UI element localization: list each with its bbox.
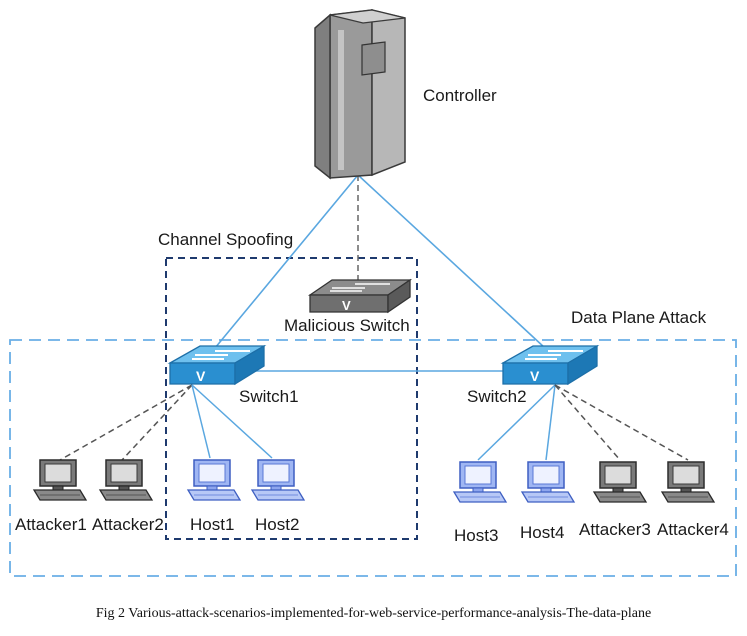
attacker1-computer-icon xyxy=(33,459,87,501)
data-plane-attack-label: Data Plane Attack xyxy=(571,308,707,327)
host3-computer-icon xyxy=(453,461,507,503)
attacker4-label: Attacker4 xyxy=(657,520,729,539)
attacker3-label: Attacker3 xyxy=(579,520,651,539)
figure-caption: Fig 2 Various-attack-scenarios-implement… xyxy=(95,606,652,621)
attacker2-computer-icon xyxy=(99,459,153,501)
svg-text:V: V xyxy=(342,298,351,313)
switch2-icon: V xyxy=(500,344,600,386)
host1-computer-icon xyxy=(187,459,241,501)
controller-label: Controller xyxy=(423,86,497,105)
malicious-switch-icon: V xyxy=(307,278,413,314)
attacker1-label: Attacker1 xyxy=(15,515,87,534)
host3-label: Host3 xyxy=(454,526,498,545)
malicious-switch-label: Malicious Switch xyxy=(284,316,410,335)
switch1-links xyxy=(59,384,273,461)
switch2-links xyxy=(477,384,689,461)
switch2-label: Switch2 xyxy=(467,387,527,406)
channel-spoofing-label: Channel Spoofing xyxy=(158,230,293,249)
switch1-label: Switch1 xyxy=(239,387,299,406)
svg-text:V: V xyxy=(196,368,206,384)
attacker4-computer-icon xyxy=(661,461,715,503)
svg-text:V: V xyxy=(530,368,540,384)
network-diagram: Controller Channel Spoofing Data Plane A… xyxy=(9,9,737,577)
controller-links xyxy=(214,174,546,372)
channel-spoofing-region xyxy=(165,257,418,540)
data-plane-attack-region xyxy=(9,339,737,577)
controller-server-icon xyxy=(314,9,406,180)
host4-computer-icon xyxy=(521,461,575,503)
host2-label: Host2 xyxy=(255,515,299,534)
attacker2-label: Attacker2 xyxy=(92,515,164,534)
host2-computer-icon xyxy=(251,459,305,501)
host1-label: Host1 xyxy=(190,515,234,534)
attacker3-computer-icon xyxy=(593,461,647,503)
host4-label: Host4 xyxy=(520,523,564,542)
switch1-icon: V xyxy=(167,344,267,386)
